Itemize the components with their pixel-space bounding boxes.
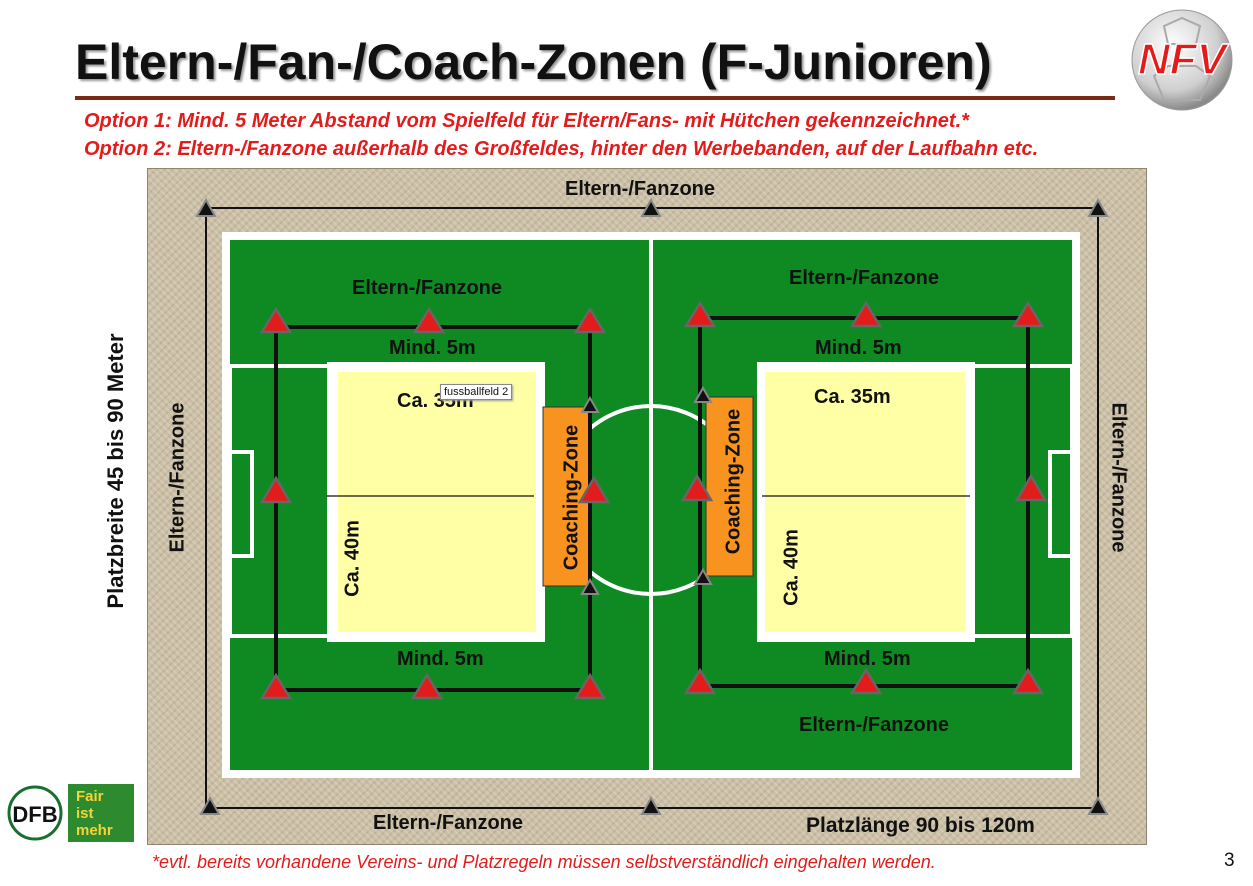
- cone: [1011, 300, 1045, 328]
- option-1-text: Option 1: Mind. 5 Meter Abstand vom Spie…: [84, 110, 969, 132]
- badge-line-3: mehr: [76, 822, 113, 839]
- cone: [195, 197, 217, 217]
- cone: [573, 306, 607, 334]
- option-2-text: Option 2: Eltern-/Fanzone außerhalb des …: [84, 138, 1039, 160]
- cone: [1087, 197, 1109, 217]
- page-title: Eltern-/Fan-/Coach-Zonen (F-Junioren): [75, 30, 1115, 100]
- dfb-emblem-icon: [7, 785, 63, 841]
- outer-cones: [195, 197, 1109, 815]
- cone: [683, 300, 717, 328]
- cone: [683, 667, 717, 695]
- length-label: Platzlänge 90 bis 120m: [806, 814, 1035, 837]
- cone: [199, 795, 221, 815]
- dfb-fair-badge: DFB Fair ist mehr: [6, 784, 134, 842]
- cone: [580, 577, 600, 595]
- cone: [259, 475, 293, 504]
- cone: [640, 197, 662, 217]
- right-subfield: [765, 372, 965, 632]
- cone: [412, 306, 446, 334]
- outer-left-zone-label: Eltern-/Fanzone: [166, 402, 189, 553]
- right-top-distance: Mind. 5m: [815, 337, 902, 359]
- right-goal-area: [1048, 450, 1074, 558]
- cone: [680, 473, 714, 502]
- right-zone-bottom-label: Eltern-/Fanzone: [799, 714, 950, 736]
- left-cones: [259, 306, 611, 700]
- footnote: *evtl. bereits vorhandene Vereins- und P…: [152, 852, 936, 872]
- right-coaching-zone: [705, 396, 754, 577]
- cone: [577, 475, 611, 504]
- left-top-distance: Mind. 5m: [389, 337, 476, 359]
- width-label: Platzbreite 45 bis 90 Meter: [103, 333, 128, 609]
- right-length-label: Ca. 35m: [814, 386, 891, 408]
- outer-bottom-zone-label: Eltern-/Fanzone: [373, 812, 524, 834]
- cone: [259, 672, 293, 700]
- left-subfield: [338, 372, 536, 632]
- cone: [259, 306, 293, 334]
- tooltip: fussballfeld 2: [440, 384, 513, 400]
- cone: [640, 795, 662, 815]
- cone: [849, 300, 883, 328]
- left-bottom-distance: Mind. 5m: [397, 648, 484, 670]
- nfv-logo-text: NFV: [1138, 35, 1230, 84]
- cone: [1011, 667, 1045, 695]
- left-coaching-label: Coaching-Zone: [560, 424, 583, 571]
- badge-line-1: Fair: [76, 788, 104, 805]
- left-width-label: Ca. 40m: [341, 520, 364, 597]
- cone: [693, 567, 713, 585]
- cone: [849, 667, 883, 695]
- left-goal-area: [228, 450, 254, 558]
- left-zone-label: Eltern-/Fanzone: [352, 277, 503, 299]
- right-width-label: Ca. 40m: [780, 529, 803, 606]
- cone: [410, 672, 444, 700]
- cone: [580, 395, 600, 413]
- page-number: 3: [1224, 850, 1235, 871]
- nfv-logo: NFV: [1124, 6, 1240, 114]
- svg-text:DFB: DFB: [12, 802, 57, 827]
- outer-top-zone-label: Eltern-/Fanzone: [565, 178, 716, 200]
- cone: [573, 672, 607, 700]
- right-coaching-label: Coaching-Zone: [722, 408, 745, 555]
- cone: [693, 385, 713, 403]
- cone: [1087, 795, 1109, 815]
- cone: [1014, 473, 1048, 502]
- badge-line-2: ist: [76, 805, 94, 822]
- right-zone-top-label: Eltern-/Fanzone: [789, 267, 940, 289]
- right-bottom-distance: Mind. 5m: [824, 648, 911, 670]
- outer-right-zone-label: Eltern-/Fanzone: [1107, 402, 1130, 553]
- right-cones: [680, 300, 1048, 695]
